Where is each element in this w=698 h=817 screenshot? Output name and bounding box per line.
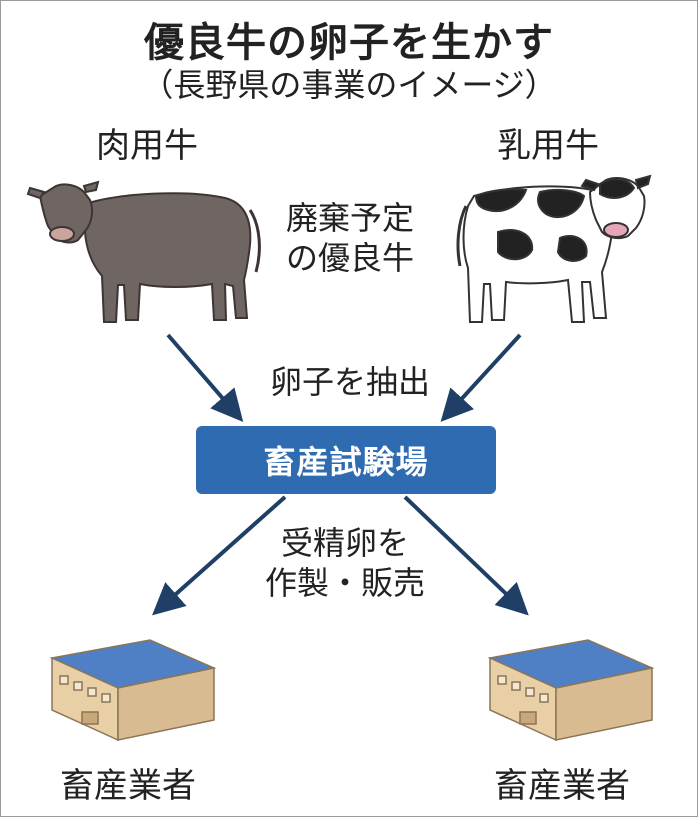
cull-note: 廃棄予定 の優良牛 xyxy=(270,198,430,278)
barn-icon xyxy=(487,639,655,742)
diagram-subtitle: （長野県の事業のイメージ） xyxy=(141,66,557,104)
barn-icon xyxy=(49,639,217,742)
arrow-dairy-to-center xyxy=(440,333,522,422)
beef-cow-icon xyxy=(26,180,261,323)
cull-note-line-2: の優良牛 xyxy=(285,239,414,277)
arrow-center-to-right-farm xyxy=(403,495,529,616)
process-note-line-1: 受精卵を xyxy=(280,524,409,562)
process-note-line-2: 作製・販売 xyxy=(264,564,425,602)
beef-cow-label: 肉用牛 xyxy=(96,126,198,166)
arrow-beef-to-center xyxy=(166,333,244,423)
left-farm-label: 畜産業者 xyxy=(60,766,196,806)
dairy-cow-icon xyxy=(456,174,652,323)
center-box-label: 畜産試験場 xyxy=(263,443,429,481)
right-farm-label: 畜産業者 xyxy=(494,766,630,806)
dairy-cow-label: 乳用牛 xyxy=(497,126,599,166)
arrow-center-to-left-farm xyxy=(152,495,287,616)
extract-label: 卵子を抽出 xyxy=(269,363,430,401)
diagram-title: 優良牛の卵子を生かす xyxy=(144,20,554,66)
cull-note-line-1: 廃棄予定 xyxy=(285,199,414,237)
center-box: 畜産試験場 xyxy=(196,426,496,494)
process-note: 受精卵を 作製・販売 xyxy=(250,523,440,603)
